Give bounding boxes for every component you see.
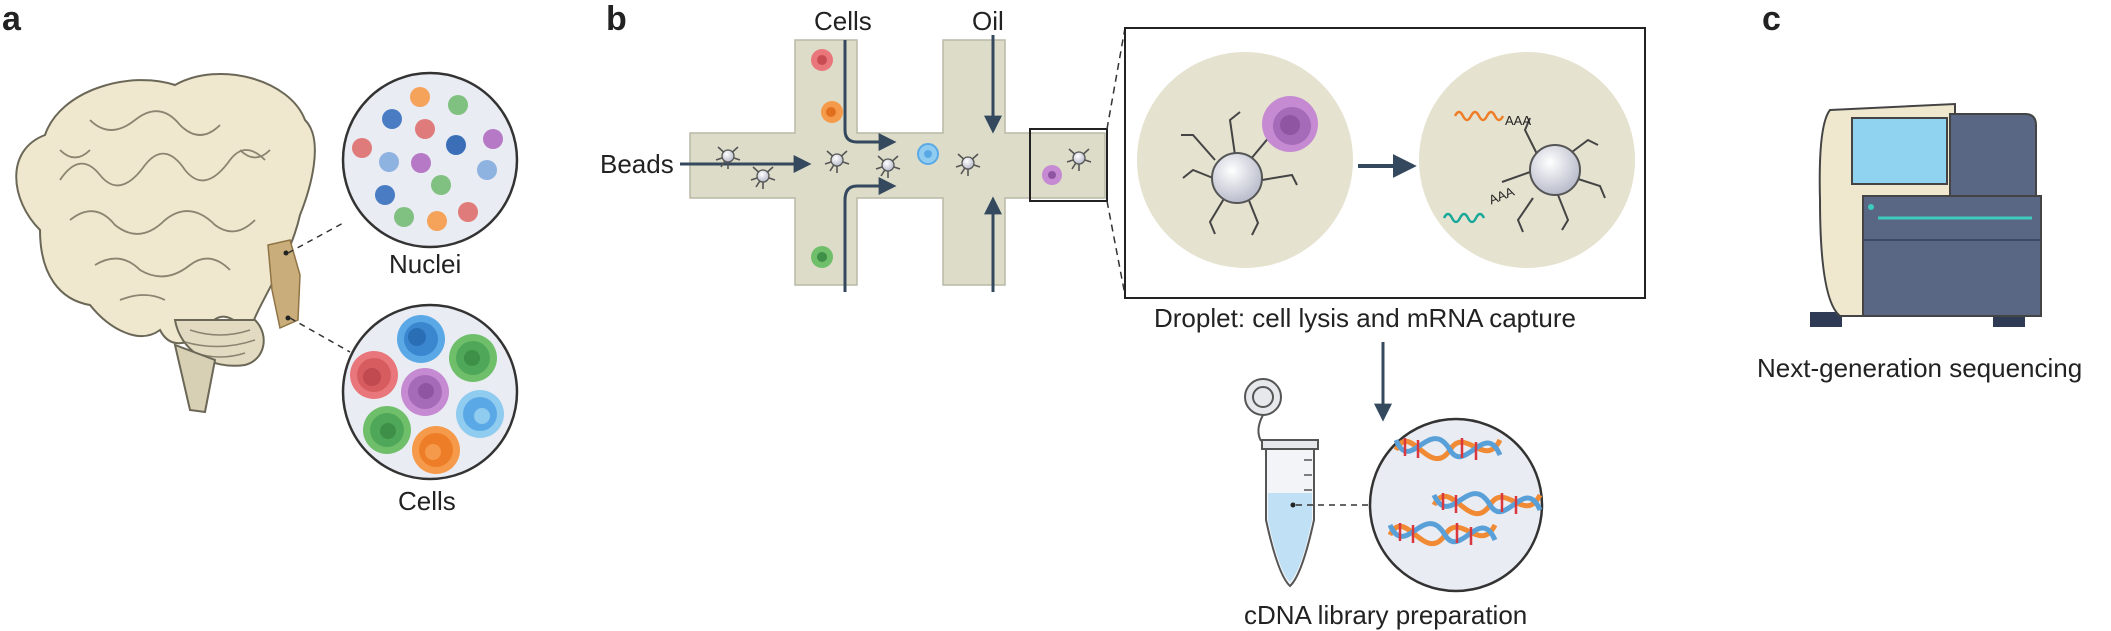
cdna-caption: cDNA library preparation: [1244, 600, 1528, 630]
brain-illustration: [15, 72, 351, 414]
microfluidic-chip: [680, 27, 1126, 296]
cdna-tube: [1244, 378, 1372, 588]
beads-label: Beads: [600, 149, 674, 179]
mrna-orange: [1453, 110, 1505, 122]
nuclei-label: Nuclei: [389, 249, 462, 279]
barcoded-bead-large-right: [1501, 117, 1606, 233]
zoom-box: [1029, 128, 1108, 202]
sequencer-illustration: [1810, 102, 2042, 327]
droplet-caption: Droplet: cell lysis and mRNA capture: [1154, 303, 1576, 333]
panel-label-b: b: [606, 0, 627, 38]
cells-input-label: Cells: [814, 6, 872, 36]
droplet-after-lysis: [1419, 52, 1635, 268]
mrna-teal: [1442, 212, 1486, 224]
brain-cortex: [15, 72, 316, 345]
sampled-brain-region: [267, 239, 301, 330]
nuclei-circle: [341, 71, 519, 249]
brainstem: [173, 343, 217, 414]
cells-circle: [341, 303, 519, 481]
droplet-inset: AAA AAA: [1124, 27, 1646, 299]
panel-label-c: c: [1762, 0, 1781, 38]
dna-circle: [1368, 417, 1544, 593]
oil-input-label: Oil: [972, 6, 1004, 36]
barcoded-bead-large-left: [1181, 111, 1298, 236]
panel-label-a: a: [2, 0, 21, 38]
channel: [689, 39, 1106, 286]
cells-label: Cells: [398, 486, 456, 516]
cells-flow-arrow-top: [843, 40, 897, 151]
polya-tail-label-1: AAA: [1505, 113, 1531, 128]
cells-flow-arrow-bottom: [843, 177, 897, 292]
sequencing-caption: Next-generation sequencing: [1757, 353, 2083, 383]
sequencer-screen: [1851, 117, 1948, 185]
